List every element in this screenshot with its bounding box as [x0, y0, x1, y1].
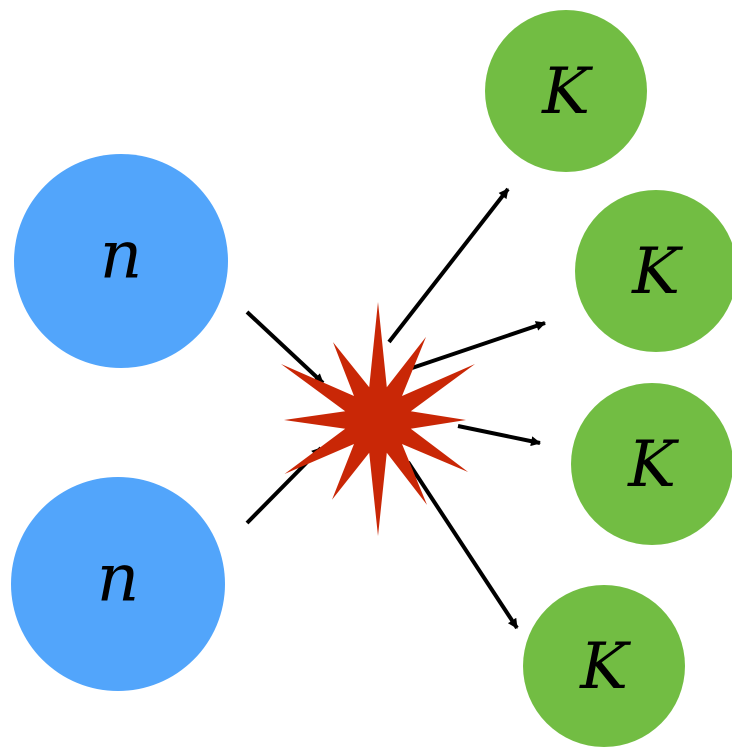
- outgoing-particle: K: [523, 585, 685, 747]
- particle-label: K: [579, 630, 631, 704]
- outgoing-particle-circle: [571, 383, 732, 545]
- particle-label: K: [627, 428, 679, 502]
- outgoing-particle-circle: [575, 190, 732, 352]
- incoming-arrow-top: [245, 310, 325, 385]
- outgoing-arrow-4: [406, 460, 519, 630]
- particle-label: K: [631, 235, 683, 309]
- incoming-particle: n: [14, 154, 228, 368]
- particle-label: n: [100, 217, 143, 294]
- outgoing-particle: K: [575, 190, 732, 352]
- starburst-icon: [281, 302, 475, 536]
- incoming-particle-circle: [11, 477, 225, 691]
- outgoing-particle-circle: [485, 10, 647, 172]
- outgoing-arrow-3: [457, 424, 541, 447]
- outgoing-particle-circle: [523, 585, 685, 747]
- incoming-particle-circle: [14, 154, 228, 368]
- outgoing-arrow-2: [411, 321, 546, 370]
- outgoing-arrow-1: [387, 187, 510, 344]
- outgoing-particle: K: [571, 383, 732, 545]
- particle-label: K: [541, 55, 593, 129]
- outgoing-particle: K: [485, 10, 647, 172]
- incoming-particle: n: [11, 477, 225, 691]
- particle-label: n: [97, 540, 140, 617]
